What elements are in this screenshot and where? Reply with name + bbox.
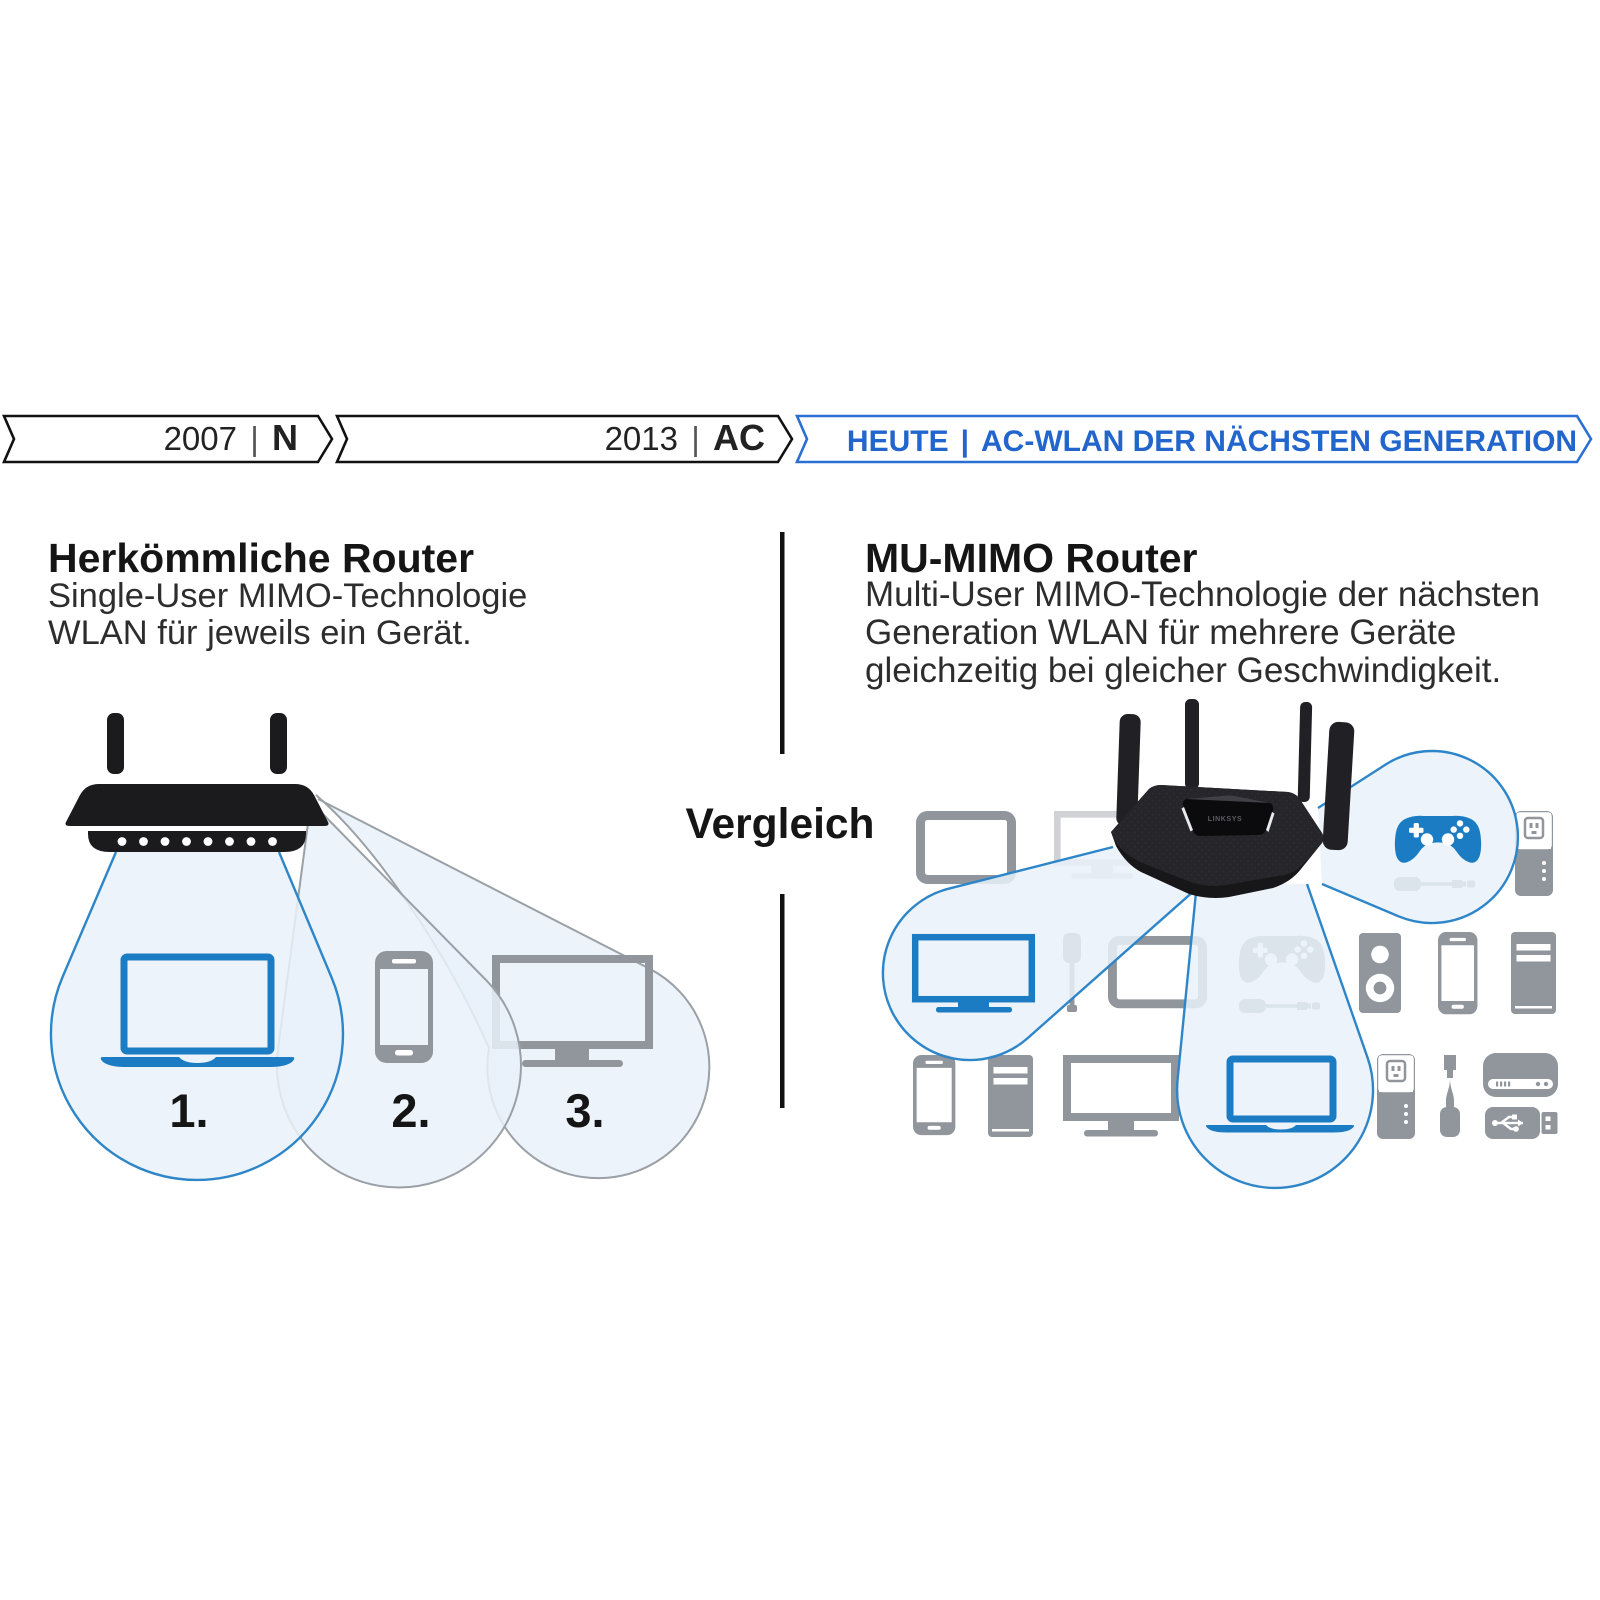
- svg-text:Herkömmliche Router: Herkömmliche Router: [48, 535, 474, 581]
- svg-text:Multi-User MIMO-Technologie de: Multi-User MIMO-Technologie der nächsten: [865, 575, 1540, 614]
- svg-text:3.: 3.: [565, 1084, 604, 1137]
- svg-text:WLAN für jeweils ein Gerät.: WLAN für jeweils ein Gerät.: [48, 614, 472, 652]
- svg-text:1.: 1.: [169, 1084, 208, 1137]
- svg-text:2007 | N: 2007 | N: [164, 417, 298, 458]
- svg-text:Single-User MIMO-Technologie: Single-User MIMO-Technologie: [48, 577, 527, 615]
- svg-text:Generation WLAN für mehrere Ge: Generation WLAN für mehrere Geräte: [865, 613, 1456, 652]
- svg-text:2.: 2.: [391, 1084, 430, 1137]
- svg-text:LINKSYS: LINKSYS: [1208, 816, 1243, 823]
- svg-text:2013 | AC: 2013 | AC: [605, 417, 765, 458]
- svg-text:HEUTE | AC-WLAN DER NÄCHSTEN: HEUTE | AC-WLAN DER NÄCHSTEN GENERATION: [847, 425, 1577, 458]
- svg-text:Vergleich: Vergleich: [686, 801, 875, 848]
- svg-text:gleichzeitig bei gleicher Gesc: gleichzeitig bei gleicher Geschwindigkei…: [865, 651, 1501, 690]
- svg-text:MU-MIMO Router: MU-MIMO Router: [865, 535, 1198, 581]
